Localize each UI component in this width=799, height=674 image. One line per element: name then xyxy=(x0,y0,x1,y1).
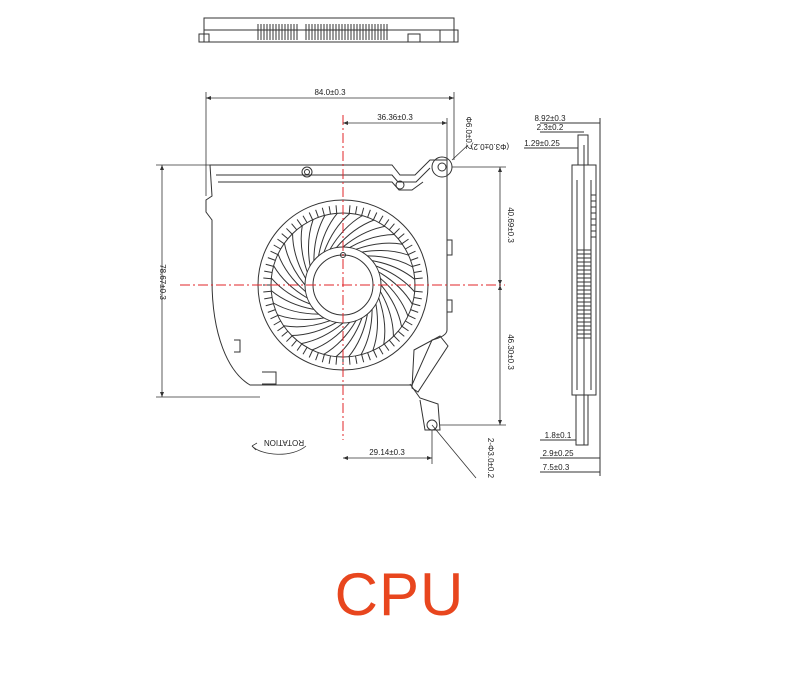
dim-side-d: 2.9±0.25 xyxy=(542,449,574,458)
dim-overall-height: 78.67±0.3 xyxy=(158,264,167,300)
dim-hole-top: Φ6.0±0.2 xyxy=(464,116,473,150)
fan-main-view xyxy=(205,156,453,431)
dimension-arrowheads xyxy=(160,96,502,460)
dim-side-c: 1.8±0.1 xyxy=(545,431,572,440)
dim-hole-bottom: 2-Φ3.0±0.2 xyxy=(486,438,495,479)
dim-lower-height: 46.30±0.3 xyxy=(506,334,515,370)
center-lines xyxy=(180,115,505,440)
dim-overall-width: 84.0±0.3 xyxy=(314,88,346,97)
dim-outlet-offset: 29.14±0.3 xyxy=(369,448,405,457)
dim-hole-top-inner: (Φ3.0±0.2) xyxy=(470,142,509,151)
fan-side-view xyxy=(524,118,601,476)
dim-side-b: 1.29±0.25 xyxy=(524,139,560,148)
dim-side-a: 2.3±0.2 xyxy=(537,123,564,132)
dim-center-x: 36.36±0.3 xyxy=(377,113,413,122)
dim-side-e: 7.5±0.3 xyxy=(543,463,570,472)
dimension-lines xyxy=(156,92,506,479)
caption-title: CPU xyxy=(334,561,465,628)
rotation-label: ROTATION xyxy=(264,438,304,447)
dimension-labels: 84.0±0.3 36.36±0.3 78.67±0.3 40.69±0.3 4… xyxy=(158,88,574,479)
fan-top-view xyxy=(198,17,459,43)
dim-upper-height: 40.69±0.3 xyxy=(506,207,515,243)
dim-side-total: 8.92±0.3 xyxy=(534,114,566,123)
